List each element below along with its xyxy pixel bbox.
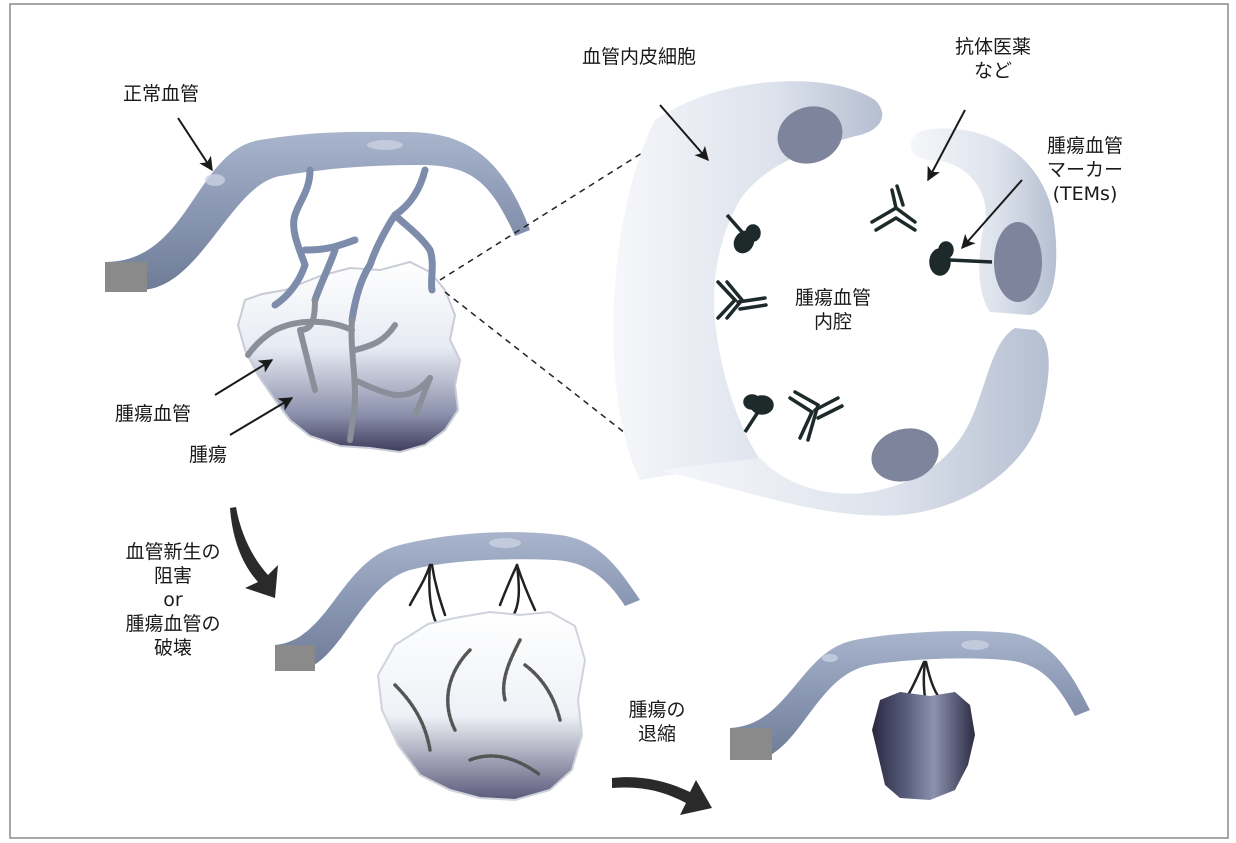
regressed-tumor <box>872 692 975 800</box>
nucleus-right <box>994 222 1042 302</box>
vessel-cut-face-bottom <box>730 728 772 760</box>
label-normal-vessel: 正常血管 <box>123 82 199 106</box>
vessel-cut-face-middle <box>275 645 315 671</box>
label-antibody-drug: 抗体医薬 など <box>938 35 1048 83</box>
label-regression: 腫瘍の 退縮 <box>612 698 702 746</box>
tumor-top <box>238 262 460 452</box>
label-tumor-vessel-marker: 腫瘍血管 マーカー (TEMs) <box>1030 134 1140 206</box>
tumor-middle <box>378 612 585 800</box>
antibody-1 <box>872 186 915 230</box>
label-tumor-vessel: 腫瘍血管 <box>115 402 191 426</box>
label-inhibition: 血管新生の 阻害 or 腫瘍血管の 破壊 <box>108 540 238 660</box>
arrow-tumor <box>230 398 292 435</box>
tem-marker-1 <box>727 215 759 255</box>
normal-vessel-top <box>105 132 530 292</box>
tem-marker-3 <box>745 396 772 432</box>
label-endothelial-cell: 血管内皮細胞 <box>582 45 696 69</box>
vessel-cut-face <box>105 262 147 292</box>
label-tumor: 腫瘍 <box>189 443 227 467</box>
antibody-3 <box>790 392 842 440</box>
label-tumor-vessel-lumen: 腫瘍血管 内腔 <box>778 286 888 334</box>
antibody-2 <box>718 282 766 318</box>
curved-arrow-right <box>612 777 712 815</box>
endothelial-cell-upper-left <box>613 81 882 480</box>
arrow-normal-vessel <box>178 118 212 170</box>
